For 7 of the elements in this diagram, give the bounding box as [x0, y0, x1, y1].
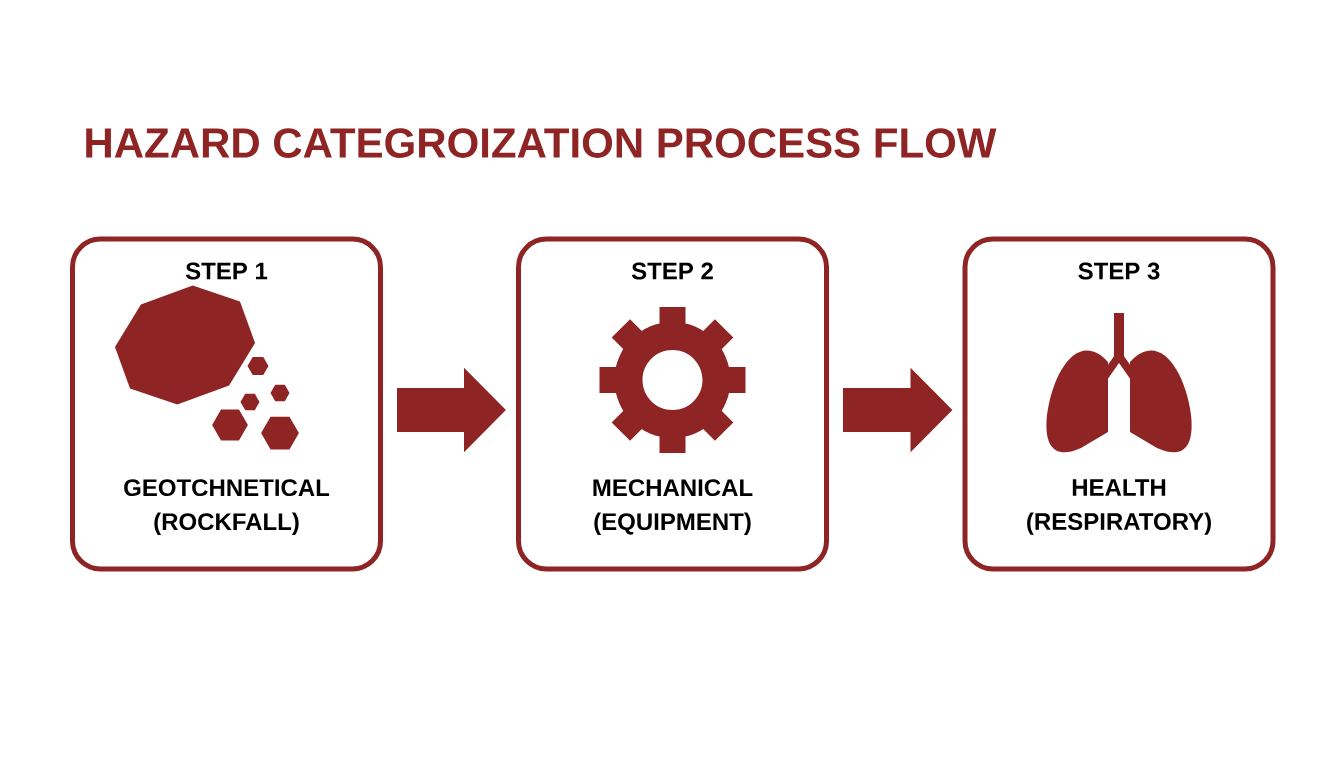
- step-label: STEP 3: [1078, 262, 1160, 280]
- category-label: MECHANICAL (EQUIPMENT): [593, 479, 753, 535]
- step-label: STEP 2: [631, 262, 713, 280]
- step-label: STEP 1: [185, 262, 268, 280]
- category-label: GEOTCHNETICAL (ROCKFALL): [124, 479, 330, 535]
- title: HAZARD CATEGROIZATION PROCESS FLOW: [86, 128, 997, 158]
- category-label: HEALTH (RESPIRATORY): [1027, 479, 1211, 535]
